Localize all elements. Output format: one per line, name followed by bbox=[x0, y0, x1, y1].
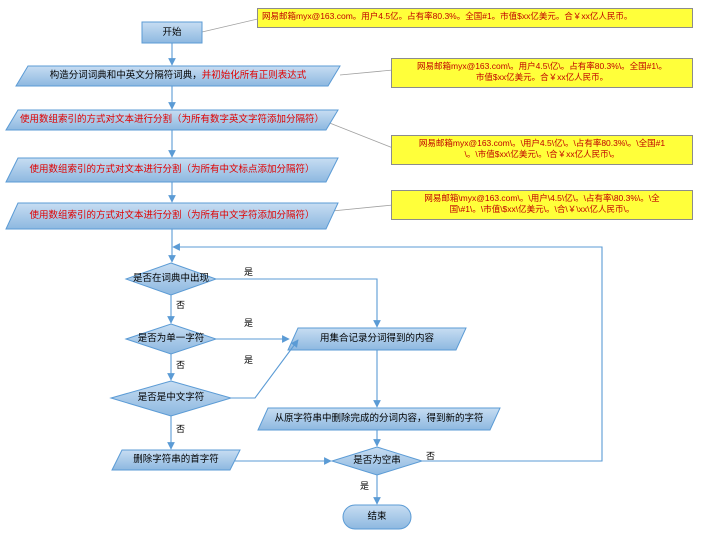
remove-done-label: 从原字符串中删除完成的分词内容，得到新的字符 bbox=[274, 413, 484, 424]
split-chinese-node bbox=[5, 202, 339, 230]
split-chinese-label: 使用数组索引的方式对文本进行分割（为所有中文字符添加分隔符） bbox=[29, 210, 315, 221]
start-label: 开始 bbox=[162, 26, 182, 38]
split-punctuation-label: 使用数组索引的方式对文本进行分割（为所有中文标点添加分隔符） bbox=[29, 164, 315, 175]
annotation-note-numbers-line1: 网易邮箱myx@163.com\。用户4.5\亿\。占有率80.3%\。全国#1… bbox=[417, 61, 667, 71]
split-punctuation-node bbox=[5, 157, 339, 183]
annotation-note-chinese-line1: 网易邮箱\myx@163.com\。\用户\4.5\亿\。\占有率\80.3%\… bbox=[424, 193, 660, 203]
build-dictionary-label: 构造分词词典和中英文分隔符词典，并初始化所有正则表达式 bbox=[18, 66, 338, 86]
annotation-note-chinese-line2: 国\#1\。\市值\$xx\亿美元\。\合\￥\xx\亿人民币\。 bbox=[449, 204, 635, 214]
end-label: 结束 bbox=[367, 511, 387, 522]
annotation-note-chinese: 网易邮箱\myx@163.com\。\用户\4.5\亿\。\占有率\80.3%\… bbox=[391, 190, 693, 220]
edge-label-no-dictionary: 否 bbox=[176, 300, 186, 310]
single-char-label: 是否为单一字符 bbox=[137, 333, 205, 344]
edge-label-yes-dictionary: 是 bbox=[244, 267, 254, 277]
annotation-note-punctuation-line1: 网易邮箱myx@163.com\。\用户4.5\亿\。\占有率80.3%\。\全… bbox=[418, 138, 666, 148]
end-node bbox=[342, 504, 412, 530]
is-empty-label: 是否为空串 bbox=[353, 455, 401, 466]
in-dictionary-label: 是否在词典中出现 bbox=[132, 273, 209, 284]
build-dictionary-node bbox=[15, 65, 341, 87]
record-set-label: 用集合记录分词得到的内容 bbox=[319, 333, 434, 344]
split-numbers-label: 使用数组索引的方式对文本进行分割（为所有数字英文字符添加分隔符） bbox=[19, 114, 324, 125]
edge-label-yes-empty: 是 bbox=[360, 481, 370, 491]
split-numbers-node bbox=[5, 109, 339, 131]
remove-done-node bbox=[257, 407, 501, 431]
build-dictionary-text: 构造分词词典和中英文分隔符词典， bbox=[49, 70, 202, 81]
delete-first-char-label: 删除字符串的首字符 bbox=[133, 454, 219, 465]
delete-first-char-node bbox=[111, 449, 241, 471]
build-dictionary-regex-text: 并初始化所有正则表达式 bbox=[201, 70, 307, 81]
edge-label-no-empty: 否 bbox=[426, 451, 436, 461]
edge-label-no-single: 否 bbox=[176, 360, 186, 370]
edge-label-no-chinese: 否 bbox=[176, 424, 186, 434]
annotation-note-numbers-line2: 市值$xx亿美元。合￥xx亿人民币。 bbox=[475, 72, 609, 82]
is-chinese-label: 是否是中文字符 bbox=[137, 392, 205, 403]
annotation-note-original: 网易邮箱myx@163.com。用户4.5亿。占有率80.3%。全国#1。市值$… bbox=[257, 8, 693, 28]
edge-label-yes-single: 是 bbox=[244, 318, 254, 328]
annotation-note-punctuation: 网易邮箱myx@163.com\。\用户4.5\亿\。\占有率80.3%\。\全… bbox=[391, 135, 693, 165]
edge-label-yes-chinese: 是 bbox=[244, 355, 254, 365]
annotation-note-numbers: 网易邮箱myx@163.com\。用户4.5\亿\。占有率80.3%\。全国#1… bbox=[391, 58, 693, 88]
annotation-note-punctuation-line2: \。\市值$xx\亿美元\。\合￥xx亿人民币\。 bbox=[464, 149, 620, 159]
